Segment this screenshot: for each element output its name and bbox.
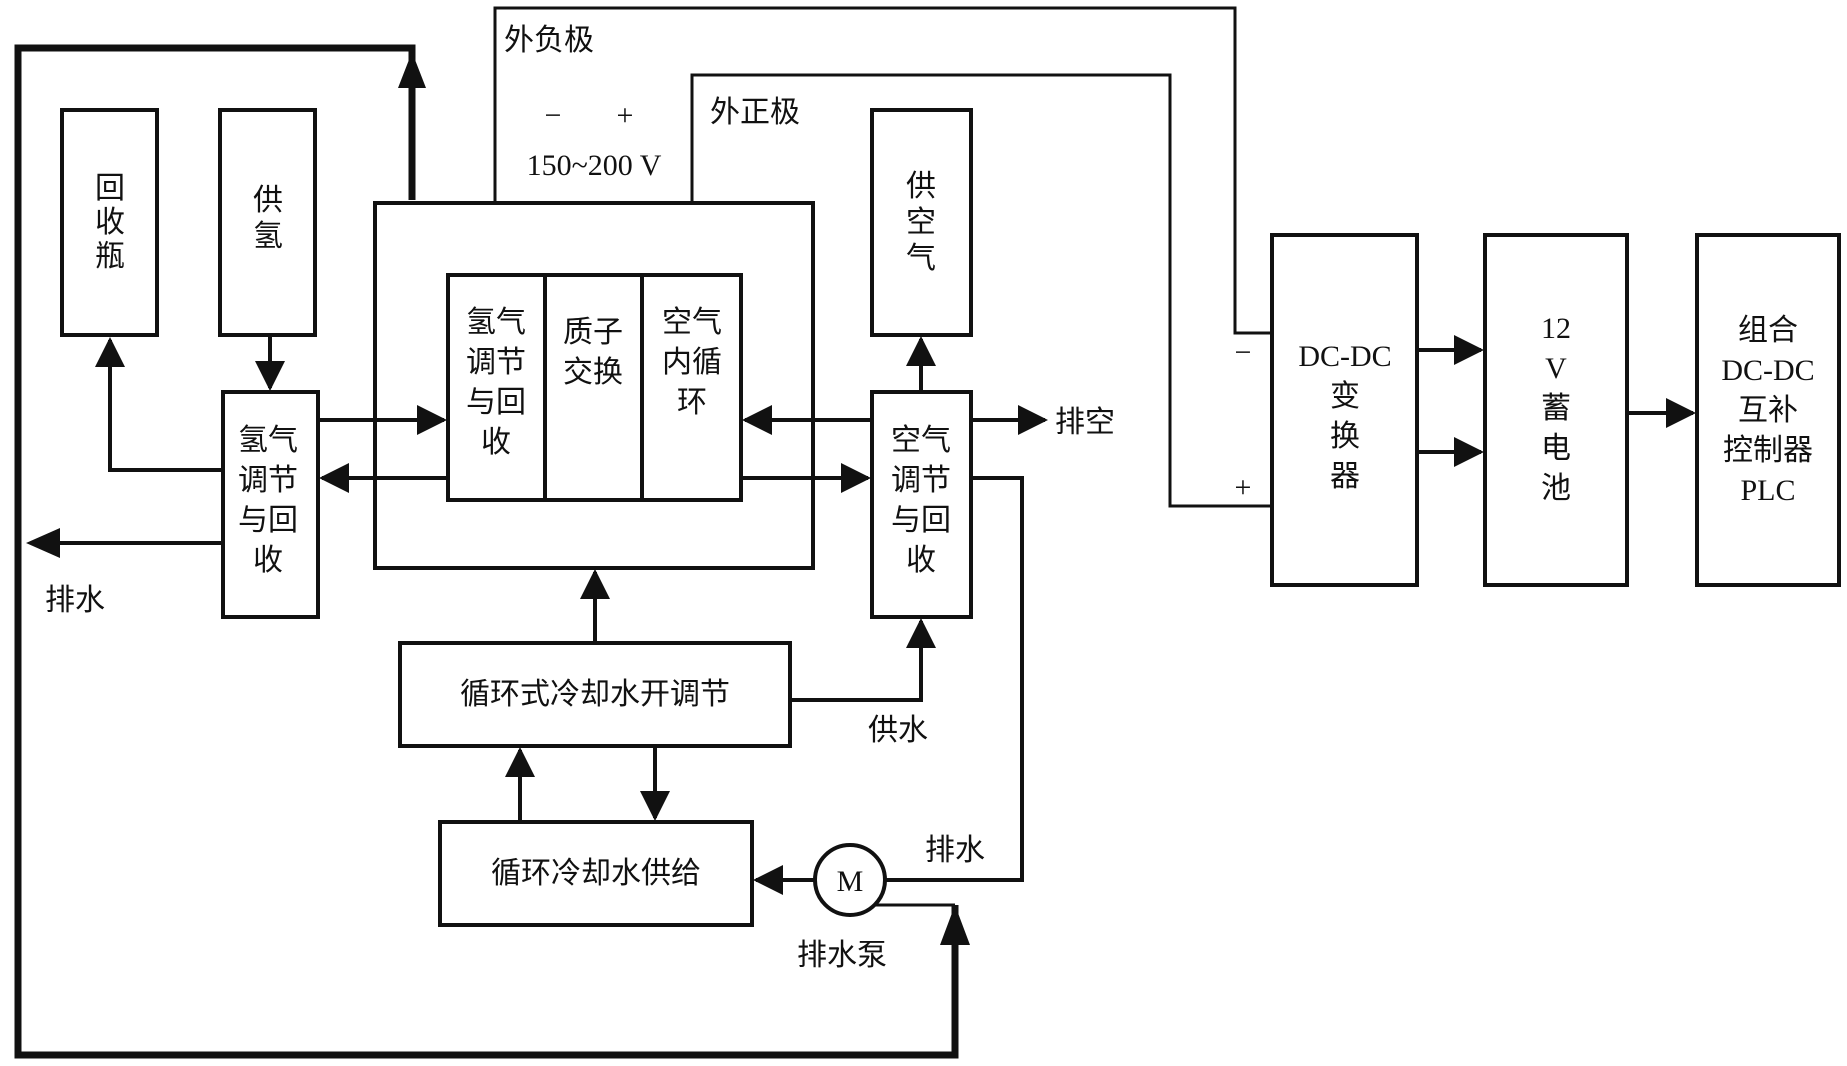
recovery-bottle-label-line: 收 bbox=[95, 205, 125, 240]
battery-box bbox=[1483, 233, 1629, 587]
right-drain-label: 排水 bbox=[925, 833, 985, 868]
hydrogen-regulate-stack-label-line: 调节 bbox=[466, 345, 526, 380]
cooling-regulation-label: 循环式冷却水开调节 bbox=[460, 677, 730, 712]
stack-plus-label: + bbox=[617, 99, 634, 132]
outer-negative-label: 外负极 bbox=[504, 23, 594, 58]
water-supply-label: 供水 bbox=[868, 713, 928, 748]
vent-label: 排空 bbox=[1055, 405, 1115, 440]
hydrogen-regulate-stack-label-line: 与回 bbox=[466, 385, 526, 420]
proton-exchange-label-line: 交换 bbox=[563, 355, 623, 390]
air-regulate-label-line: 空气 bbox=[891, 423, 951, 458]
hydrogen-supply-box bbox=[218, 108, 317, 337]
pump-symbol: M bbox=[837, 865, 864, 898]
dcdc-converter-label-line: 换 bbox=[1330, 420, 1360, 453]
air-regulate-label-line: 调节 bbox=[891, 463, 951, 498]
proton-exchange-box bbox=[543, 273, 644, 502]
battery-label-line: 蓄 bbox=[1541, 392, 1571, 425]
air-supply-label-line: 空 bbox=[906, 205, 936, 240]
battery-label-line: 12 bbox=[1541, 312, 1571, 345]
left-drain-label: 排水 bbox=[45, 583, 105, 618]
dcdc-minus-label: − bbox=[1235, 336, 1252, 369]
cooling-regulation-box bbox=[398, 641, 792, 748]
air-regulate-label-line: 与回 bbox=[891, 503, 951, 538]
controller-label-line: 互补 bbox=[1738, 394, 1798, 427]
hydrogen-regulate-stack-box bbox=[446, 273, 547, 502]
dcdc-converter-label-line: DC-DC bbox=[1298, 340, 1391, 373]
air-supply-label-line: 供 bbox=[906, 169, 936, 204]
controller-label-line: PLC bbox=[1740, 474, 1795, 507]
battery-label-line: V bbox=[1545, 352, 1567, 385]
air-regulate-label-line: 收 bbox=[906, 543, 936, 578]
electrical-wires bbox=[493, 6, 1272, 508]
flow-arrows bbox=[95, 335, 1696, 907]
recovery-bottle-box bbox=[60, 108, 159, 337]
drain-pump-motor-icon bbox=[813, 843, 887, 917]
cooling-supply-box bbox=[438, 820, 754, 927]
air-supply-box bbox=[870, 108, 973, 337]
dcdc-plus-label: + bbox=[1235, 471, 1252, 504]
hydrogen-regulate-left-label-line: 调节 bbox=[238, 463, 298, 498]
hydrogen-regulate-stack-label-line: 收 bbox=[481, 425, 511, 460]
recovery-bottle-label-line: 瓶 bbox=[95, 239, 125, 274]
stack-minus-label: − bbox=[545, 99, 562, 132]
hydrogen-regulate-left-box bbox=[221, 390, 320, 619]
hydrogen-regulate-left-label-line: 氢气 bbox=[238, 423, 298, 458]
hydrogen-regulate-left-label-line: 与回 bbox=[238, 503, 298, 538]
drain-pump-label: 排水泵 bbox=[797, 938, 887, 973]
air-circulation-label-line: 内循 bbox=[662, 345, 722, 380]
controller-label-line: 控制器 bbox=[1723, 434, 1813, 467]
air-circulation-label-line: 环 bbox=[677, 385, 707, 420]
controller-label-line: 组合 bbox=[1738, 314, 1798, 347]
battery-label-line: 池 bbox=[1541, 472, 1571, 505]
block-labels: 回收瓶供氢氢气调节与回收氢气调节与回收质子交换空气内循环供空气空气调节与回收DC… bbox=[95, 169, 1815, 578]
air-supply-label-line: 气 bbox=[906, 241, 936, 276]
hydrogen-regulate-left-label-line: 收 bbox=[253, 543, 283, 578]
proton-exchange-label-line: 质子 bbox=[563, 315, 623, 350]
dcdc-converter-box bbox=[1270, 233, 1419, 587]
battery-label-line: 电 bbox=[1541, 432, 1571, 465]
dcdc-converter-label-line: 器 bbox=[1330, 460, 1360, 493]
air-circulation-box bbox=[640, 273, 743, 502]
cooling-supply-label: 循环冷却水供给 bbox=[491, 856, 701, 891]
controller-label-line: DC-DC bbox=[1721, 354, 1814, 387]
stack-voltage-label: 150~200 V bbox=[527, 149, 662, 182]
dcdc-converter-label-line: 变 bbox=[1330, 380, 1360, 413]
controller-box bbox=[1695, 233, 1841, 587]
hydrogen-supply-label-line: 供 bbox=[253, 183, 283, 218]
air-regulate-box bbox=[870, 390, 973, 619]
hydrogen-regulate-stack-label-line: 氢气 bbox=[466, 305, 526, 340]
drain-return-loop bbox=[14, 44, 970, 1059]
hydrogen-supply-label-line: 氢 bbox=[253, 219, 283, 254]
outer-positive-label: 外正极 bbox=[710, 95, 800, 130]
recovery-bottle-label-line: 回 bbox=[95, 171, 125, 206]
air-circulation-label-line: 空气 bbox=[662, 305, 722, 340]
left-drain-line bbox=[26, 528, 223, 558]
